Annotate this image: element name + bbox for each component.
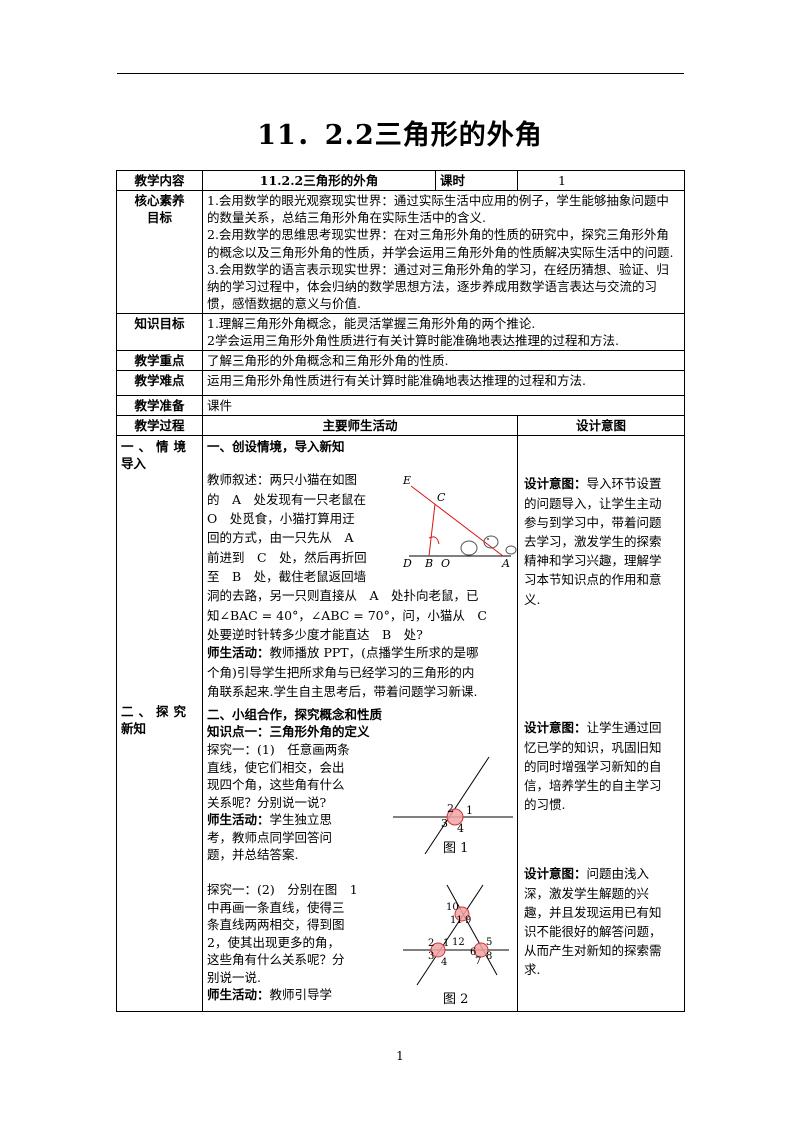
core-item-3: 3.会用数学的语言表示现实世界：通过对三角形外角的学习，在经历猜想、验证、归纳的… bbox=[207, 261, 669, 312]
row-process: 一、情境 导入 二、探究 新知 一、创设情境，导入新知 教师叙述：两只小猫在如图… bbox=[116, 435, 686, 1013]
fig2-label: 7 bbox=[475, 956, 481, 967]
fig2-label: 12 bbox=[452, 937, 465, 948]
fig2-label: 6 bbox=[470, 947, 476, 958]
value-prep: 课件 bbox=[201, 395, 686, 417]
s2-point: 知识点一：三角形外角的定义 bbox=[207, 724, 370, 740]
cat-icon bbox=[483, 535, 499, 549]
header-design: 设计意图 bbox=[516, 415, 686, 437]
fig1-label: 1 bbox=[466, 804, 473, 817]
label-hours: 课时 bbox=[435, 170, 518, 191]
cat-icon bbox=[460, 540, 478, 556]
fig1-line-b bbox=[424, 757, 490, 855]
value-content: 11.2.2三角形的外角 bbox=[202, 170, 436, 191]
fig1-caption: 图 1 bbox=[443, 841, 468, 856]
lesson-plan-table: 教学内容 11.2.2三角形的外角 课时 1 核心素养 目标 1.会用数学的眼光… bbox=[116, 170, 686, 1013]
s2-explore1: 探究一：(1) 任意画两条 直线，使它们相交，会出 现四个角，这些角有什么 关系… bbox=[207, 742, 350, 863]
stage1-label-a: 一、情境 bbox=[121, 439, 192, 455]
figure-1: 2 1 3 4 图 1 bbox=[393, 757, 513, 856]
value-difficult: 运用三角形外角性质进行有关计算时能准确地表达推理的过程和方法. bbox=[201, 370, 686, 397]
s1-narrative: 教师叙述：两只小猫在如图 的 A 处发现有一只老鼠在 O 处觅食，小猫打算用迂 … bbox=[207, 472, 487, 642]
stage1-label-b: 导入 bbox=[121, 456, 147, 472]
fig2-line-c bbox=[416, 885, 484, 986]
fig2-label: 5 bbox=[486, 937, 492, 948]
page-title: 11．2.2三角形的外角 bbox=[257, 120, 543, 151]
knowledge-item-1: 1.理解三角形外角概念，能灵活掌握三角形外角的两个推论. bbox=[207, 316, 536, 332]
s2-activity2: 师生活动：教师引导学 bbox=[207, 987, 333, 1003]
row-key: 教学重点 了解三角形的外角概念和三角形外角的性质. bbox=[116, 350, 686, 372]
s2-explore2: 探究一：(2) 分别在图 1 中再画一条直线，使得三 条直线两两相交，得到图 2… bbox=[207, 882, 358, 985]
figure-2: 10 11 9 2 1 12 5 6 3 4 7 8 图 2 bbox=[403, 885, 509, 1007]
label-e: E bbox=[402, 474, 411, 487]
label-key: 教学重点 bbox=[116, 350, 203, 372]
fig1-highlight bbox=[446, 808, 464, 826]
fig1-label: 3 bbox=[441, 817, 448, 830]
angle-arc bbox=[428, 536, 440, 545]
value-hours: 1 bbox=[516, 170, 686, 191]
line-ea bbox=[410, 486, 504, 557]
label-core: 核心素养 目标 bbox=[116, 189, 203, 315]
fig2-label: 8 bbox=[486, 951, 492, 962]
stage2-label-a: 二、探究 bbox=[121, 704, 192, 720]
header-activity: 主要师生活动 bbox=[202, 415, 518, 437]
s1-activity: 师生活动：教师播放 PPT，(点播学生所求的是哪 个角)引导学生把所求角与已经学… bbox=[207, 645, 479, 700]
label-knowledge: 知识目标 bbox=[116, 313, 203, 352]
line-cb bbox=[428, 504, 436, 557]
header-rule bbox=[117, 73, 684, 74]
row-difficult: 教学难点 运用三角形外角性质进行有关计算时能准确地表达推理的过程和方法. bbox=[116, 370, 686, 397]
stage2-label-b: 新知 bbox=[121, 721, 147, 737]
fig2-label: 3 bbox=[428, 951, 434, 962]
fig2-label: 10 bbox=[446, 902, 459, 913]
knowledge-item-2: 2学会运用三角形外角性质进行有关计算时能准确地表达推理的过程和方法. bbox=[207, 333, 619, 349]
row-content: 教学内容 11.2.2三角形的外角 课时 1 bbox=[116, 170, 686, 191]
label-a: A bbox=[501, 557, 510, 568]
fig2-highlight bbox=[454, 906, 470, 922]
fig2-caption: 图 2 bbox=[443, 992, 468, 1007]
fig2-label: 4 bbox=[441, 957, 447, 968]
design-column: 设计意图：导入环节设置 的问题导入，让学生主动 参与到学习中，带着问题 去学习，… bbox=[516, 435, 686, 1013]
value-knowledge: 1.理解三角形外角概念，能灵活掌握三角形外角的两个推论. 2学会运用三角形外角性… bbox=[201, 313, 686, 352]
stage-column: 一、情境 导入 二、探究 新知 bbox=[116, 435, 203, 1013]
label-d: D bbox=[402, 557, 412, 568]
row-header: 教学过程 主要师生活动 设计意图 bbox=[116, 415, 686, 437]
fig2-label: 2 bbox=[428, 938, 434, 949]
fig2-label: 9 bbox=[465, 915, 471, 926]
activity-column: 一、创设情境，导入新知 教师叙述：两只小猫在如图 的 A 处发现有一只老鼠在 O… bbox=[202, 435, 518, 1013]
mouse-icon bbox=[505, 545, 517, 555]
label-prep: 教学准备 bbox=[116, 395, 203, 417]
s1-heading: 一、创设情境，导入新知 bbox=[207, 439, 345, 455]
label-b: B bbox=[424, 557, 433, 568]
design-note-1: 设计意图：导入环节设置 的问题导入，让学生主动 参与到学习中，带着问题 去学习，… bbox=[524, 476, 662, 607]
row-knowledge: 知识目标 1.理解三角形外角概念，能灵活掌握三角形外角的两个推论. 2学会运用三… bbox=[116, 313, 686, 352]
s2-heading: 二、小组合作，探究概念和性质 bbox=[207, 707, 383, 723]
value-core: 1.会用数学的眼光观察现实世界：通过实际生活中应用的例子，学生能够抽象问题中的数… bbox=[201, 189, 686, 315]
label-difficult: 教学难点 bbox=[116, 370, 203, 397]
fig2-label: 11 bbox=[450, 915, 463, 926]
fig2-highlight bbox=[473, 942, 489, 958]
row-core: 核心素养 目标 1.会用数学的眼光观察现实世界：通过实际生活中应用的例子，学生能… bbox=[116, 189, 686, 315]
header-process: 教学过程 bbox=[116, 415, 203, 437]
core-item-1: 1.会用数学的眼光观察现实世界：通过实际生活中应用的例子，学生能够抽象问题中的数… bbox=[207, 193, 669, 226]
core-item-2: 2.会用数学的思维思考现实世界：在对三角形外角的性质的研究中，探究三角形外角的概… bbox=[207, 227, 674, 260]
page-number: 1 bbox=[396, 1049, 404, 1063]
fig2-highlight bbox=[430, 942, 446, 958]
design-note-3: 设计意图：问题由浅入 深，激发学生解题的兴 趣，并且发现运用已有知 识不能很好的… bbox=[524, 866, 662, 978]
fig2-line-b bbox=[446, 885, 498, 976]
cat-mouse-figure: E C D B O A bbox=[402, 474, 517, 568]
label-o: O bbox=[441, 557, 450, 568]
label-c: C bbox=[437, 491, 446, 504]
fig1-label: 2 bbox=[447, 802, 454, 815]
design-note-2: 设计意图：让学生通过回 忆已学的知识，巩固旧知 的同时增强学习新知的自 信，培养… bbox=[524, 720, 662, 813]
fig1-label: 4 bbox=[457, 822, 464, 835]
label-content: 教学内容 bbox=[116, 170, 203, 191]
fig2-label: 1 bbox=[443, 938, 449, 949]
value-key: 了解三角形的外角概念和三角形外角的性质. bbox=[201, 350, 686, 372]
cat-eye-icon bbox=[487, 538, 489, 541]
row-prep: 教学准备 课件 bbox=[116, 395, 686, 417]
